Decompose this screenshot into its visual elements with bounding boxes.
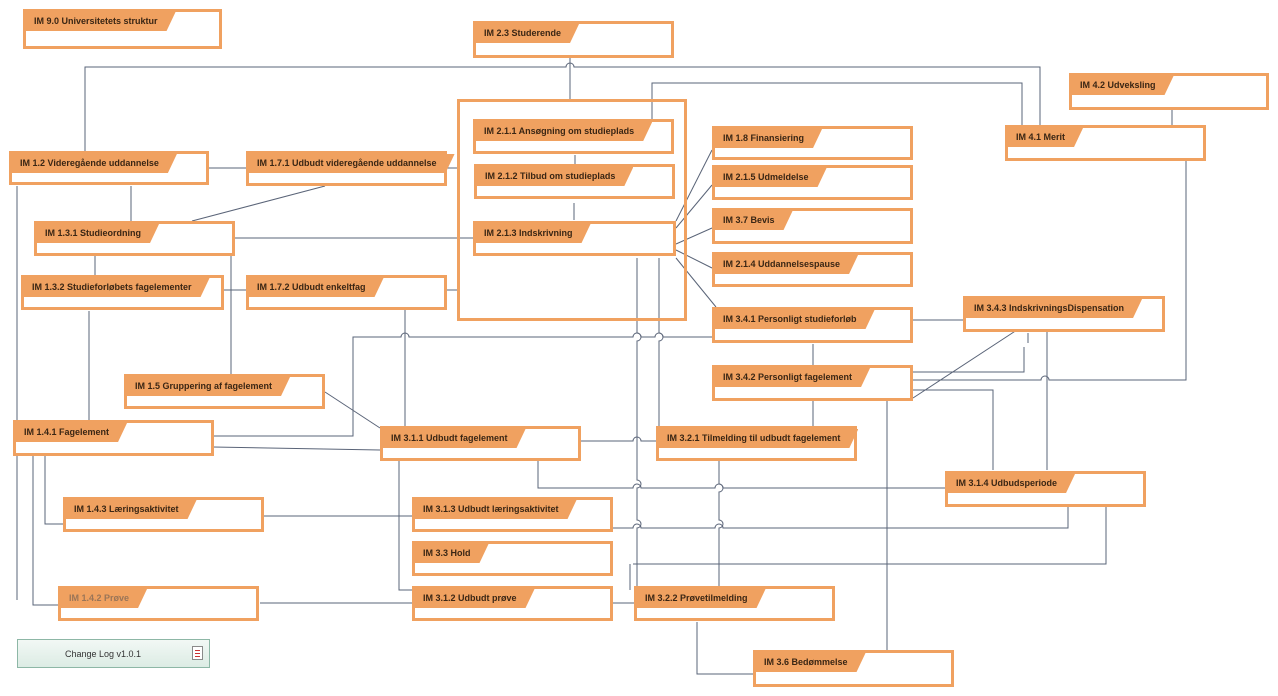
box-label: IM 3.2.2 Prøvetilmelding	[637, 589, 766, 608]
box-im-2-1-4[interactable]: IM 2.1.4 Uddannelsespause	[712, 252, 913, 287]
box-label: IM 3.1.4 Udbudsperiode	[948, 474, 1075, 493]
box-label: IM 3.1.3 Udbudt læringsaktivitet	[415, 500, 577, 519]
box-im-9-0[interactable]: IM 9.0 Universitetets struktur	[23, 9, 222, 49]
box-label: IM 2.1.2 Tilbud om studieplads	[477, 167, 633, 186]
box-label: IM 1.2 Videregående uddannelse	[12, 154, 177, 173]
box-im-2-1-1[interactable]: IM 2.1.1 Ansøgning om studieplads	[473, 119, 674, 154]
document-icon	[192, 646, 203, 660]
box-im-3-1-2[interactable]: IM 3.1.2 Udbudt prøve	[412, 586, 613, 621]
box-im-3-3[interactable]: IM 3.3 Hold	[412, 541, 613, 576]
box-im-1-8[interactable]: IM 1.8 Finansiering	[712, 126, 913, 160]
box-im-3-1-3[interactable]: IM 3.1.3 Udbudt læringsaktivitet	[412, 497, 613, 532]
box-im-1-2[interactable]: IM 1.2 Videregående uddannelse	[9, 151, 209, 185]
box-label: IM 2.1.4 Uddannelsespause	[715, 255, 858, 274]
box-im-1-4-1[interactable]: IM 1.4.1 Fagelement	[13, 420, 214, 456]
box-label: IM 3.3 Hold	[415, 544, 489, 563]
box-im-3-4-2[interactable]: IM 3.4.2 Personligt fagelement	[712, 365, 913, 401]
box-im-3-2-2[interactable]: IM 3.2.2 Prøvetilmelding	[634, 586, 835, 621]
box-im-3-7[interactable]: IM 3.7 Bevis	[712, 208, 913, 244]
box-im-3-2-1[interactable]: IM 3.2.1 Tilmelding til udbudt fagelemen…	[656, 426, 857, 461]
box-label: IM 3.1.1 Udbudt fagelement	[383, 429, 526, 448]
box-label: IM 2.1.3 Indskrivning	[476, 224, 591, 243]
box-label: IM 3.7 Bevis	[715, 211, 793, 230]
box-label: IM 1.4.1 Fagelement	[16, 423, 127, 442]
im-2-1-group-frame	[457, 99, 687, 321]
box-label: IM 3.6 Bedømmelse	[756, 653, 866, 672]
box-label: IM 3.1.2 Udbudt prøve	[415, 589, 535, 608]
box-im-3-1-1[interactable]: IM 3.1.1 Udbudt fagelement	[380, 426, 581, 461]
box-label: IM 9.0 Universitetets struktur	[26, 12, 176, 31]
box-im-4-2[interactable]: IM 4.2 Udveksling	[1069, 73, 1269, 110]
box-im-3-6[interactable]: IM 3.6 Bedømmelse	[753, 650, 954, 687]
box-label: IM 2.3 Studerende	[476, 24, 579, 43]
change-log-label: Change Log v1.0.1	[64, 649, 142, 659]
box-im-1-3-2[interactable]: IM 1.3.2 Studieforløbets fagelementer	[21, 275, 224, 310]
box-im-2-1-5[interactable]: IM 2.1.5 Udmeldelse	[712, 165, 913, 200]
box-im-1-7-1[interactable]: IM 1.7.1 Udbudt videregående uddannelse	[246, 151, 447, 186]
box-im-1-3-1[interactable]: IM 1.3.1 Studieordning	[34, 221, 235, 256]
box-im-2-1-2[interactable]: IM 2.1.2 Tilbud om studieplads	[474, 164, 675, 199]
box-label: IM 1.5 Gruppering af fagelement	[127, 377, 290, 396]
box-label: IM 2.1.1 Ansøgning om studieplads	[476, 122, 652, 141]
box-label: IM 1.8 Finansiering	[715, 129, 822, 148]
box-label: IM 3.2.1 Tilmelding til udbudt fagelemen…	[659, 429, 858, 448]
box-im-1-7-2[interactable]: IM 1.7.2 Udbudt enkeltfag	[246, 275, 447, 310]
box-label: IM 1.4.3 Læringsaktivitet	[66, 500, 197, 519]
box-im-3-4-3[interactable]: IM 3.4.3 IndskrivningsDispensation	[963, 296, 1165, 332]
box-label: IM 3.4.2 Personligt fagelement	[715, 368, 870, 387]
box-im-2-3[interactable]: IM 2.3 Studerende	[473, 21, 674, 58]
box-label: IM 3.4.1 Personligt studieforløb	[715, 310, 875, 329]
box-im-1-4-2[interactable]: IM 1.4.2 Prøve	[58, 586, 259, 621]
box-im-3-1-4[interactable]: IM 3.1.4 Udbudsperiode	[945, 471, 1146, 507]
box-label: IM 1.4.2 Prøve	[61, 589, 147, 608]
box-label: IM 1.7.2 Udbudt enkeltfag	[249, 278, 384, 297]
box-im-1-5[interactable]: IM 1.5 Gruppering af fagelement	[124, 374, 325, 409]
change-log-button[interactable]: Change Log v1.0.1	[17, 639, 210, 668]
box-im-1-4-3[interactable]: IM 1.4.3 Læringsaktivitet	[63, 497, 264, 532]
box-label: IM 2.1.5 Udmeldelse	[715, 168, 827, 187]
box-label: IM 1.3.2 Studieforløbets fagelementer	[24, 278, 210, 297]
box-im-2-1-3[interactable]: IM 2.1.3 Indskrivning	[473, 221, 676, 256]
box-im-4-1[interactable]: IM 4.1 Merit	[1005, 125, 1206, 161]
box-label: IM 4.2 Udveksling	[1072, 76, 1174, 95]
box-im-3-4-1[interactable]: IM 3.4.1 Personligt studieforløb	[712, 307, 913, 343]
box-label: IM 4.1 Merit	[1008, 128, 1083, 147]
box-label: IM 1.3.1 Studieordning	[37, 224, 159, 243]
box-label: IM 1.7.1 Udbudt videregående uddannelse	[249, 154, 455, 173]
box-label: IM 3.4.3 IndskrivningsDispensation	[966, 299, 1142, 318]
